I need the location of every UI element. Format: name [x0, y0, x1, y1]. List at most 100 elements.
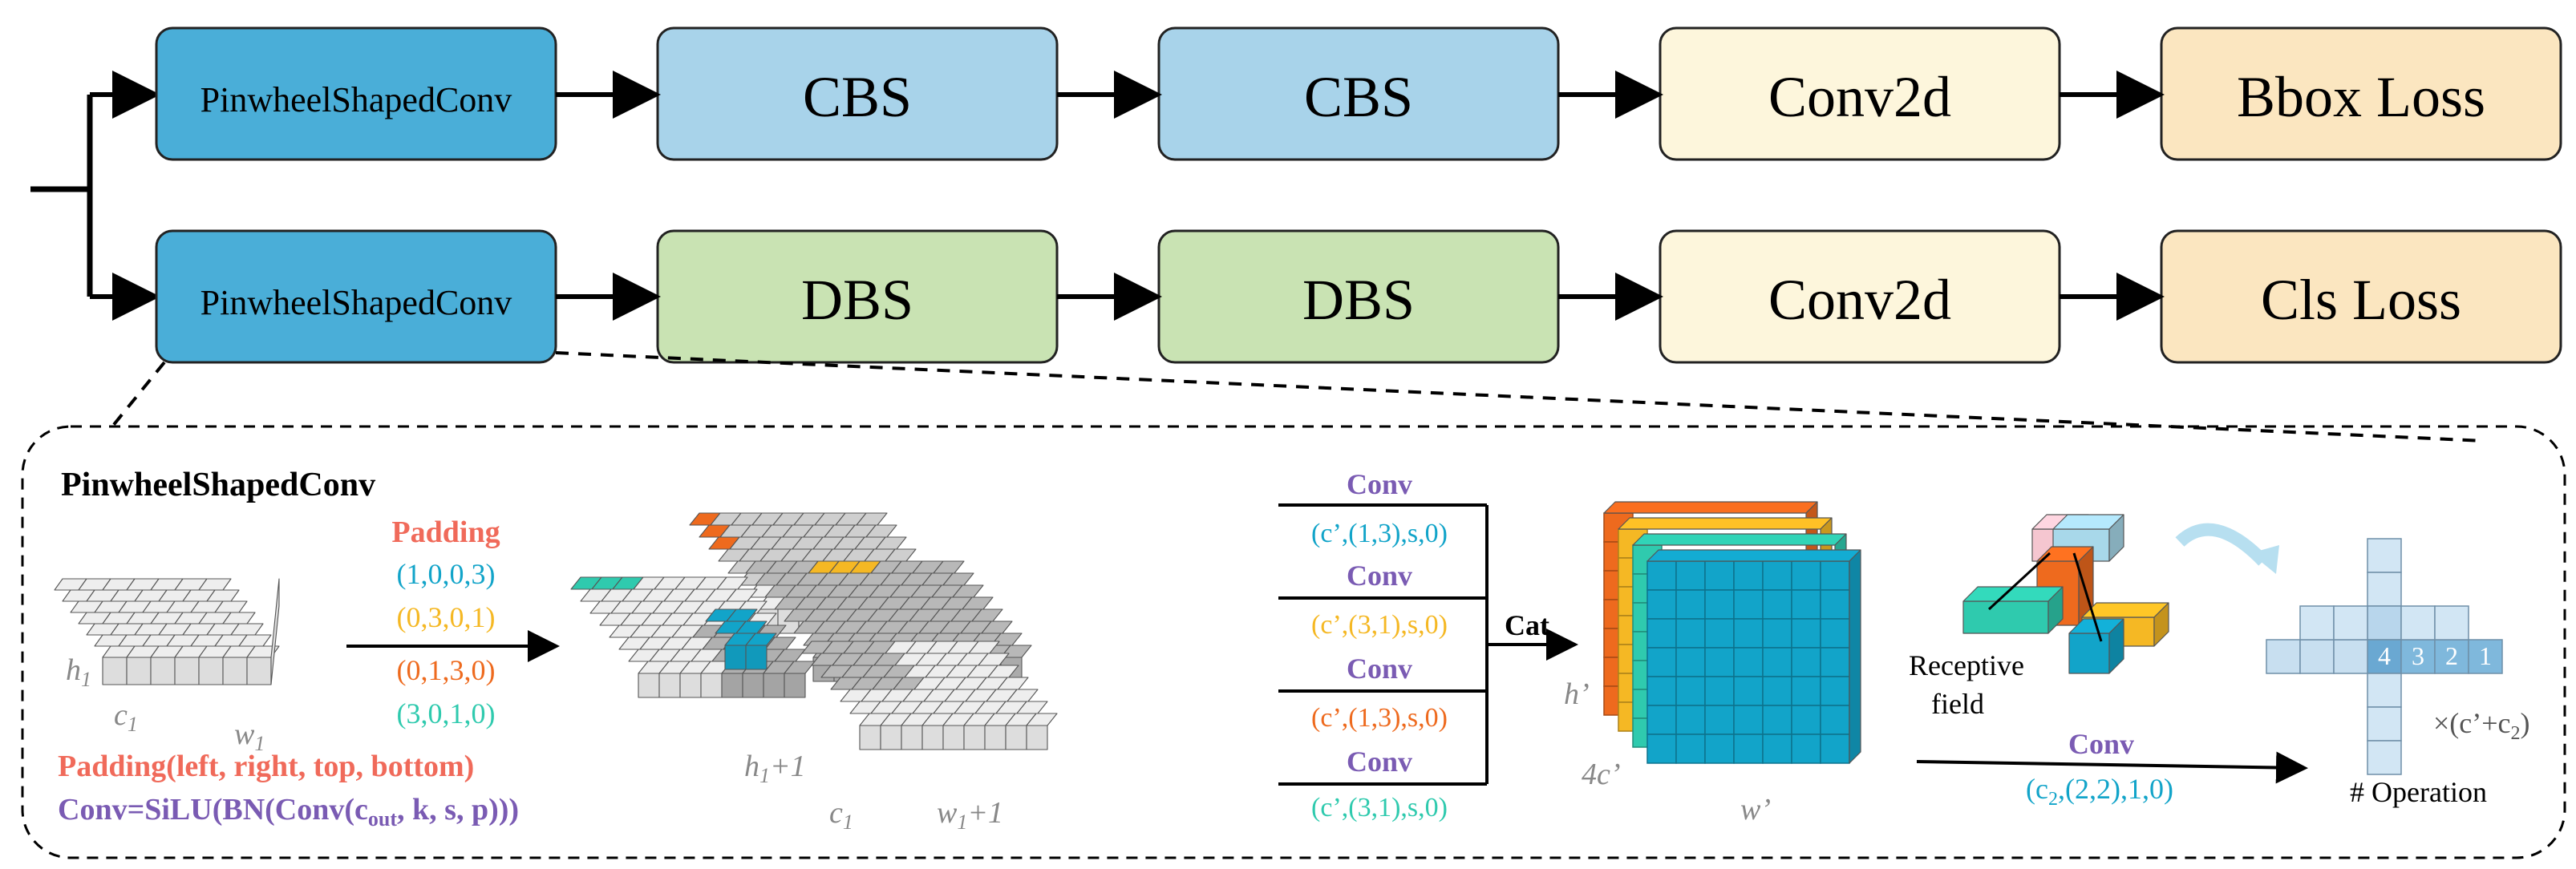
cube-layer-3-cell	[1791, 560, 1821, 591]
cube-layer-1-top	[1618, 517, 1833, 530]
cube-layer-3-cell	[1646, 676, 1677, 706]
final-conv-params: (c2,(2,2),1,0)	[2026, 773, 2173, 810]
cube-layer-3-cell	[1646, 560, 1677, 591]
cross-order-number: 4	[2378, 641, 2391, 670]
top-pinwheel-label: PinwheelShapedConv	[200, 80, 512, 119]
input-grid-side	[270, 578, 280, 685]
cube-layer-3-cell	[1791, 589, 1821, 620]
rotation-arrow-icon	[2175, 523, 2268, 566]
rf-top-blue-side	[2108, 514, 2124, 562]
concatenated-cube	[1603, 501, 1861, 764]
detail-panel	[21, 425, 2566, 859]
padded-slab-d-front	[942, 725, 965, 750]
cube-layer-3-cell	[1820, 618, 1850, 649]
input-grid-front	[246, 657, 272, 685]
cube-layer-3-cell	[1791, 734, 1821, 764]
cross-cell	[2367, 572, 2402, 607]
padded-slab-c-front	[784, 673, 806, 698]
padded-slab-c-front	[721, 673, 743, 698]
cube-layer-3-cell	[1733, 734, 1764, 764]
cross-cell	[2367, 706, 2402, 742]
conv-param-3: (c’,(1,3),s,0)	[1311, 703, 1448, 733]
cube-layer-3-cell	[1733, 589, 1764, 620]
top-conv2d-label: Conv2d	[1768, 65, 1951, 129]
conv-param-4: (c’,(3,1),s,0)	[1311, 793, 1448, 823]
padded-slab-c-front	[658, 673, 681, 698]
cube-layer-3-cell	[1675, 560, 1706, 591]
cube-layer-3-cell	[1675, 734, 1706, 764]
input-feature-map	[54, 578, 280, 685]
input-grid-front	[198, 657, 224, 685]
padding-heading: Padding	[391, 515, 500, 549]
cube-layer-3-cell	[1791, 618, 1821, 649]
rf-teal-front	[1962, 600, 2049, 634]
conv-label-4: Conv	[1347, 746, 1412, 778]
cross-cell	[2367, 673, 2402, 708]
top-cbs-label-1: CBS	[803, 65, 912, 129]
rf-link-2	[2072, 552, 2103, 642]
cube-layer-3-cell	[1791, 705, 1821, 735]
cube-layer-3-cell	[1733, 705, 1764, 735]
cube-h-label: h’	[1564, 677, 1590, 711]
padded-slab-c-front	[700, 673, 723, 698]
rf-yellow-side	[2153, 602, 2169, 647]
cross-cell	[2299, 605, 2335, 641]
padded-w-label: w1+1	[937, 796, 1003, 834]
bottom-dbs-label-2: DBS	[1302, 268, 1415, 332]
cube-w-label: w’	[1740, 793, 1771, 827]
padded-slab-c-front	[679, 673, 702, 698]
cube-layer-3-cell	[1675, 647, 1706, 677]
cube-layer-3-cell	[1675, 705, 1706, 735]
cube-layer-3-cell	[1791, 676, 1821, 706]
padded-blue-block-front	[724, 645, 747, 670]
cross-cell	[2367, 605, 2402, 641]
cross-cell	[2266, 639, 2301, 674]
cross-order-number: 3	[2412, 641, 2424, 670]
rf-link-1	[1987, 552, 2051, 611]
cube-layer-3-cell	[1820, 676, 1850, 706]
top-cbs-label-2: CBS	[1304, 65, 1413, 129]
cube-layer-3-cell	[1704, 705, 1735, 735]
padded-slab-c-front	[638, 673, 660, 698]
operation-label: # Operation	[2350, 776, 2487, 808]
cross-order-number: 2	[2445, 641, 2458, 670]
padded-slab-d-front	[880, 725, 902, 750]
padding-legend: Padding(left, right, top, bottom)	[58, 750, 474, 783]
zoom-guide-right	[555, 351, 2485, 443]
cube-layer-3-cell	[1646, 589, 1677, 620]
padded-blue-block-front	[745, 645, 768, 670]
input-c-label: c1	[114, 698, 138, 736]
cube-layer-3-side	[1849, 549, 1861, 764]
cube-c-label: 4c’	[1582, 758, 1621, 791]
input-h-label: h1	[66, 653, 91, 691]
detail-title: PinwheelShapedConv	[61, 467, 375, 503]
cross-cell	[2434, 639, 2469, 674]
cross-order-number: 1	[2479, 641, 2492, 670]
cube-layer-3-cell	[1820, 734, 1850, 764]
cube-layer-3-cell	[1646, 705, 1677, 735]
cube-layer-3-cell	[1704, 589, 1735, 620]
conv-param-2: (c’,(3,1),s,0)	[1311, 610, 1448, 640]
cube-layer-3-cell	[1675, 676, 1706, 706]
cube-layer-3-cell	[1675, 589, 1706, 620]
cross-cell	[2367, 538, 2402, 573]
padded-slab-d-front	[984, 725, 1007, 750]
input-grid-front	[150, 657, 176, 685]
input-grid-front	[102, 657, 128, 685]
cube-layer-0-top	[1603, 501, 1818, 514]
cube-layer-3-cell	[1762, 734, 1792, 764]
rf-yellow-top	[2081, 602, 2169, 618]
cube-layer-3-cell	[1704, 734, 1735, 764]
bottom-dbs-label-1: DBS	[801, 268, 913, 332]
bottom-cls-loss-label: Cls Loss	[2261, 268, 2461, 332]
cube-layer-3-cell	[1704, 560, 1735, 591]
cross-cell	[2400, 639, 2436, 674]
cross-cell	[2299, 639, 2335, 674]
bottom-pinwheel-label: PinwheelShapedConv	[200, 283, 512, 322]
padded-feature-maps	[570, 512, 1058, 750]
pipeline: PinwheelShapedConv CBS CBS Conv2d Bbox L…	[30, 26, 2562, 364]
cube-layer-3-cell	[1762, 560, 1792, 591]
conv-branches: Conv (c’,(1,3),s,0) Conv (c’,(3,1),s,0) …	[1278, 468, 1578, 823]
